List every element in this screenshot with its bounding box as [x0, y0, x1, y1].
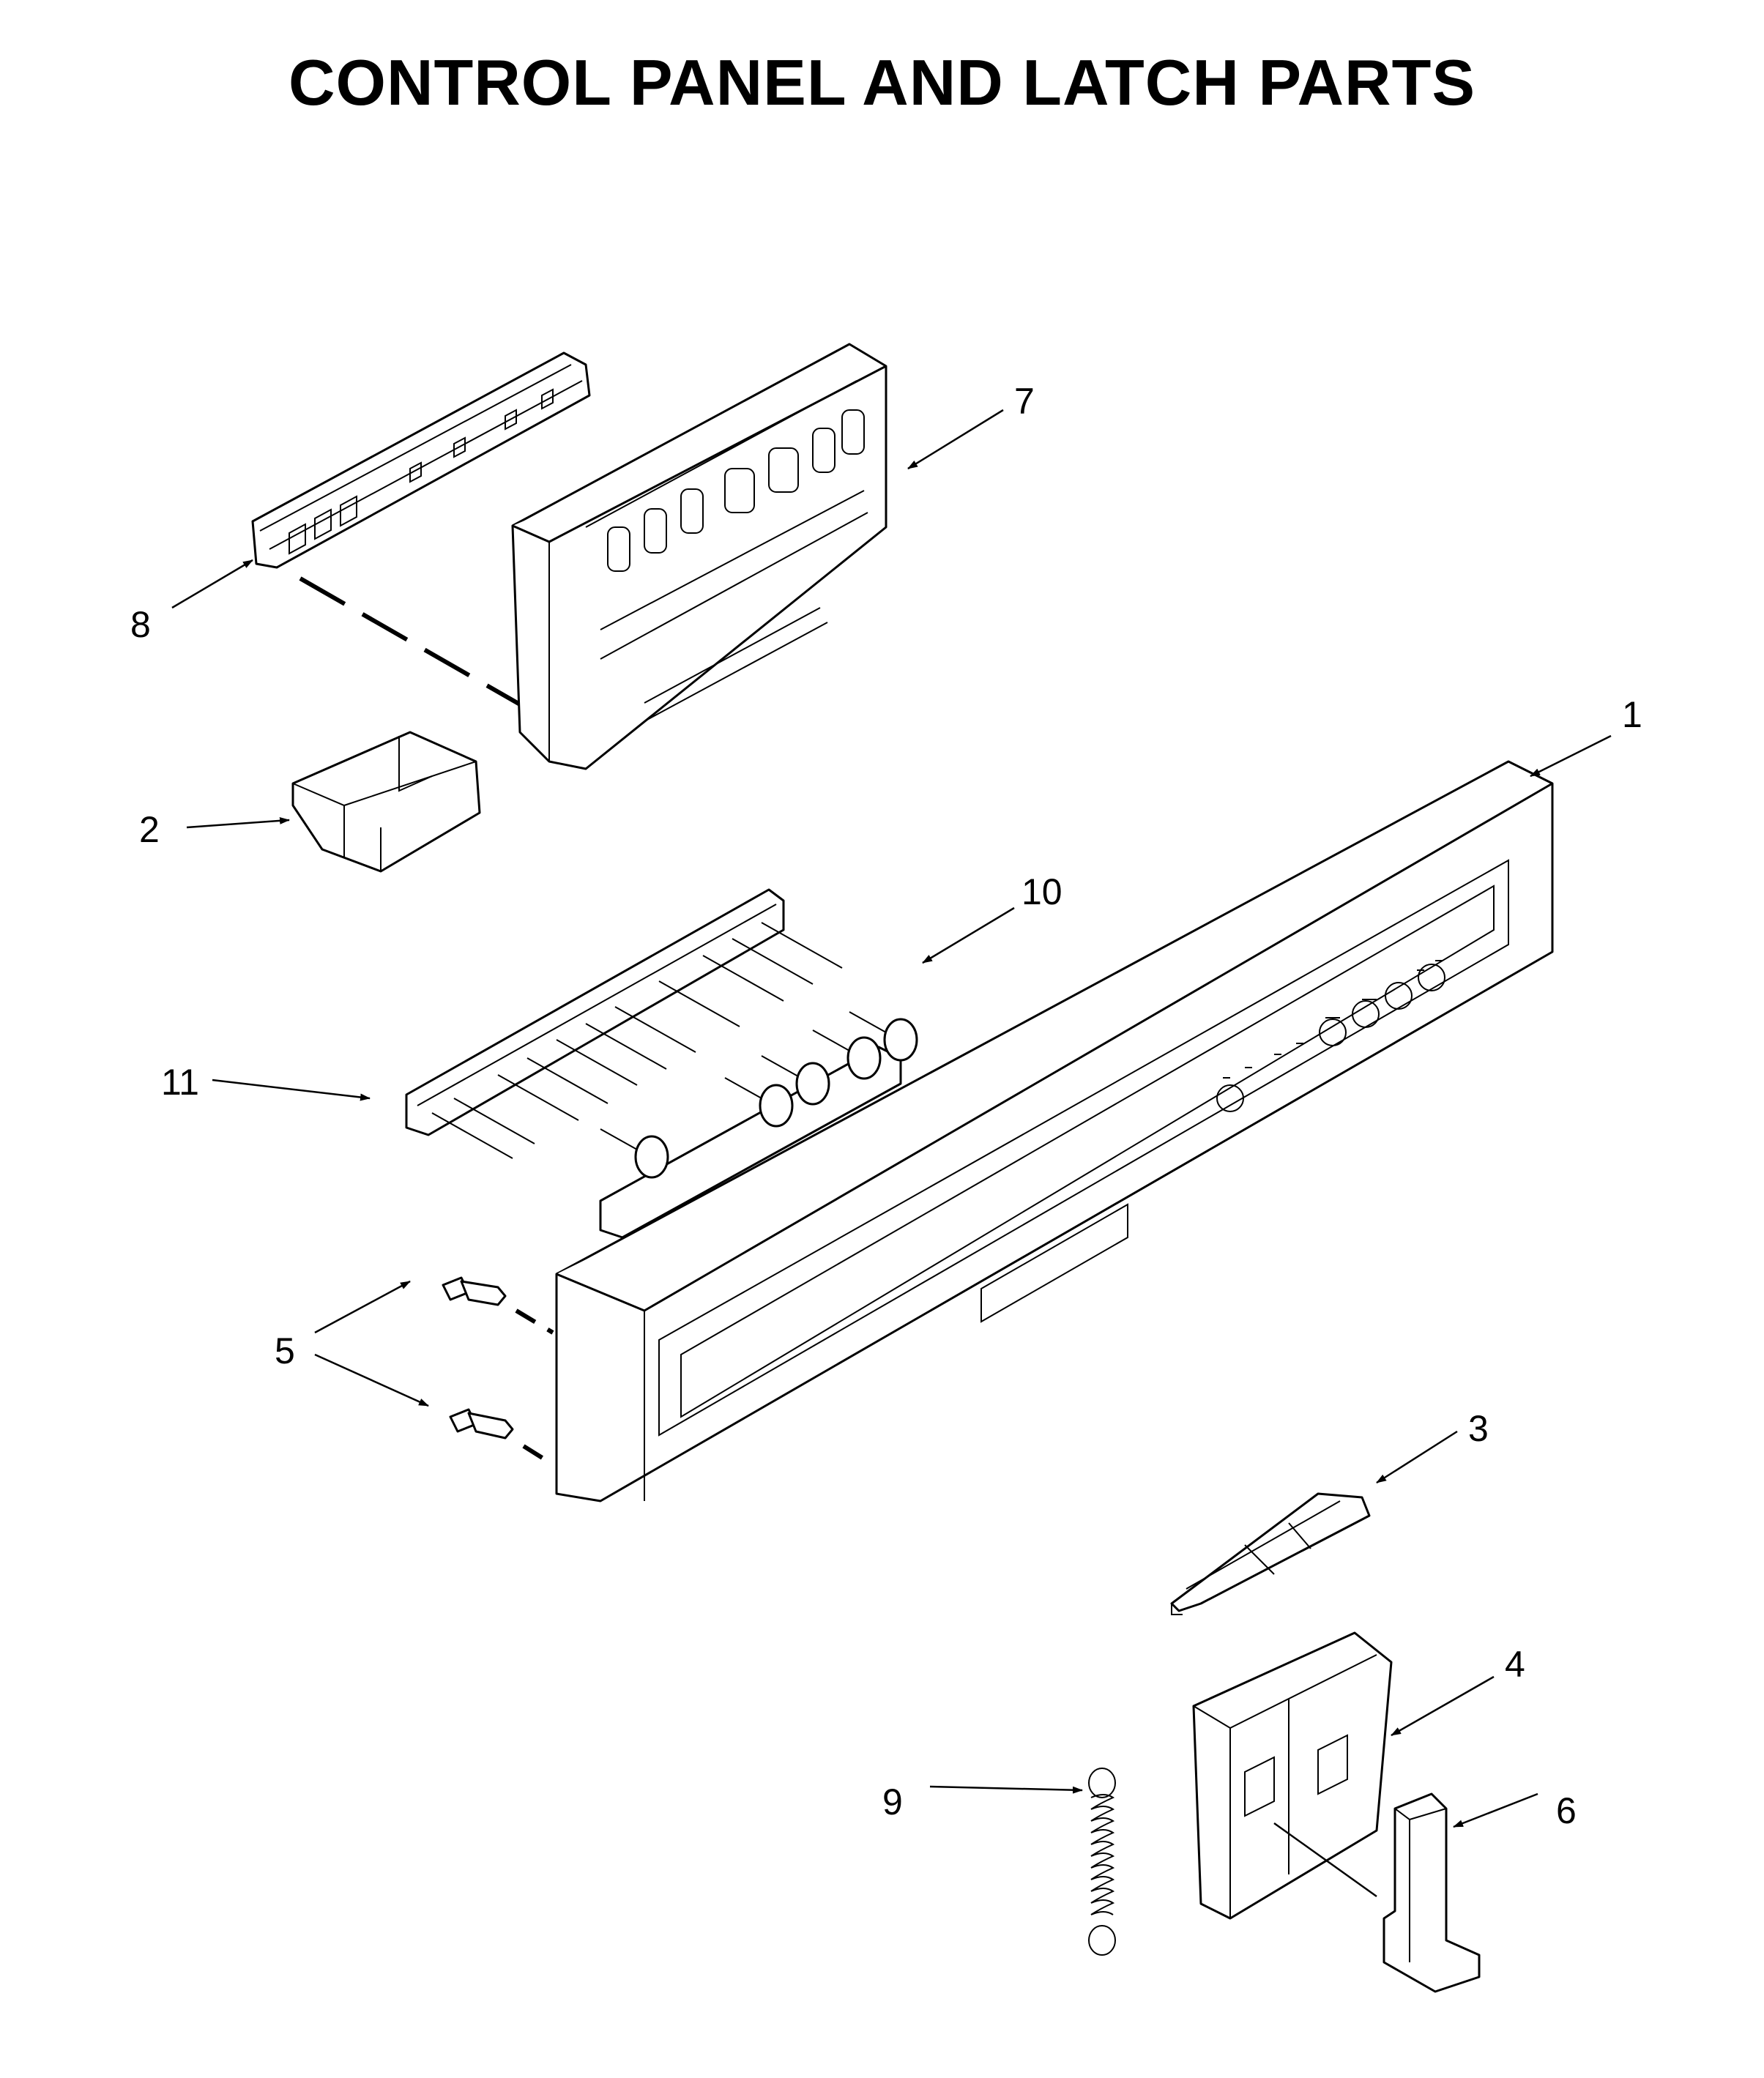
diagram-title: CONTROL PANEL AND LATCH PARTS [288, 46, 1476, 119]
callout-2: 2 [139, 809, 160, 850]
leader-lines [171, 409, 1612, 1828]
callout-1: 1 [1622, 694, 1642, 735]
part-3-latch-handle [1170, 1492, 1371, 1615]
part-7-control-board [511, 343, 887, 770]
part-4-door-latch [1192, 1631, 1393, 1920]
callout-5: 5 [275, 1330, 295, 1371]
part-5-screws [442, 1276, 554, 1467]
part-9-spring [1088, 1768, 1116, 1956]
callout-11: 11 [161, 1062, 199, 1103]
callout-7: 7 [1014, 381, 1035, 422]
part-6-latch-bracket [1382, 1792, 1481, 1993]
part-1-console-panel [555, 760, 1554, 1502]
callout-9: 9 [882, 1781, 903, 1822]
callout-8: 8 [130, 604, 151, 645]
callout-10: 10 [1021, 871, 1063, 912]
callout-labels: 1 2 3 4 5 6 7 8 9 10 11 [130, 381, 1642, 1831]
callout-4: 4 [1505, 1644, 1525, 1685]
part-10-push-buttons [600, 1011, 918, 1179]
callout-3: 3 [1468, 1408, 1489, 1449]
callout-6: 6 [1556, 1790, 1577, 1831]
part-8-bracket [251, 351, 591, 707]
part-2-bracket [291, 731, 481, 873]
